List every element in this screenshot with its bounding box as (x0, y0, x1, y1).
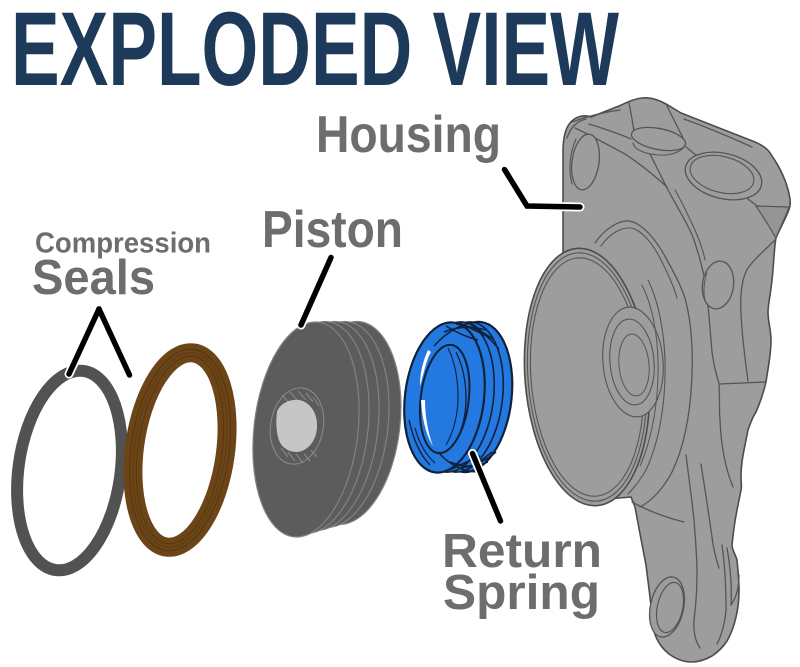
svg-text:EXPLODED VIEW: EXPLODED VIEW (11, 0, 619, 108)
svg-text:Spring: Spring (443, 565, 600, 620)
svg-text:Seals: Seals (32, 250, 155, 305)
svg-text:Return: Return (442, 525, 602, 578)
svg-text:Compression: Compression (35, 228, 211, 260)
svg-text:Housing: Housing (316, 106, 501, 164)
svg-text:Piston: Piston (262, 201, 403, 259)
